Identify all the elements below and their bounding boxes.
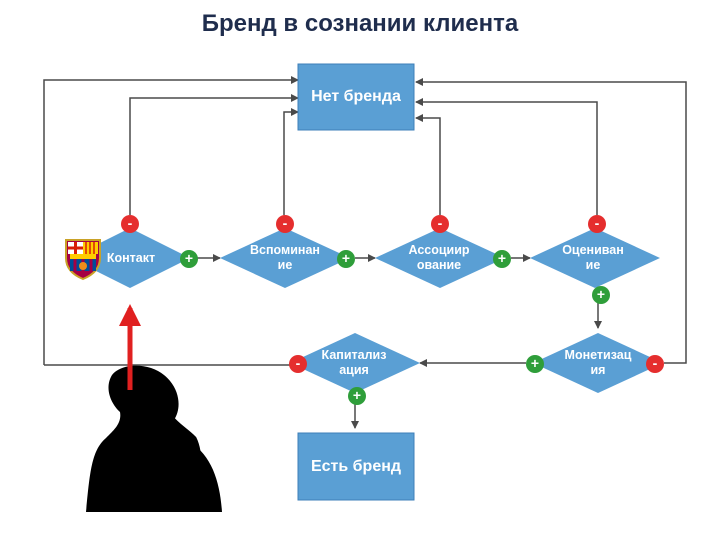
person-silhouette-icon (86, 365, 222, 512)
no-brand-box (297, 63, 415, 131)
plus-badge-capitalization: + (348, 387, 366, 405)
connector-outer-right (415, 78, 687, 364)
connector-recall-minus (283, 108, 299, 215)
minus-badge-recall: - (276, 215, 294, 233)
minus-badge-evaluation: - (588, 215, 606, 233)
plus-badge-evaluation: + (592, 286, 610, 304)
step-label-capitalization: Капитализация (321, 348, 387, 377)
minus-badge-association: - (431, 215, 449, 233)
no-brand-label: Нет бренда (311, 88, 401, 105)
diagram-title: Бренд в сознании клиента (201, 10, 519, 37)
connectors (43, 76, 687, 429)
step-label-contact: Контакт (106, 250, 156, 265)
minus-badge-capitalization: - (289, 355, 307, 373)
step-label-association: Ассоциирование (408, 243, 470, 272)
plus-badge-contact: + (180, 250, 198, 268)
connector-outer-left (43, 76, 299, 365)
plus-badge-recall: + (337, 250, 355, 268)
step-diamond-monetization (533, 333, 663, 393)
fc-barcelona-logo-icon (65, 239, 101, 281)
step-diamond-recall (220, 228, 350, 288)
step-diamond-capitalization (290, 333, 420, 393)
step-diamond-association (375, 228, 505, 288)
connector-association-minus (415, 114, 441, 215)
minus-badge-monetization: - (646, 355, 664, 373)
minus-badge-contact: - (121, 215, 139, 233)
has-brand-label: Есть бренд (310, 457, 402, 475)
step-label-monetization: Монетизация (564, 348, 632, 377)
connector-evaluation-minus (415, 98, 598, 215)
has-brand-box (297, 432, 415, 501)
step-diamond-evaluation (530, 228, 660, 288)
plus-badge-monetization: + (526, 355, 544, 373)
step-label-evaluation: Оценивание (562, 243, 624, 272)
plus-badge-association: + (493, 250, 511, 268)
step-label-recall: Вспоминание (250, 243, 320, 272)
connector-contact-minus (129, 94, 299, 215)
